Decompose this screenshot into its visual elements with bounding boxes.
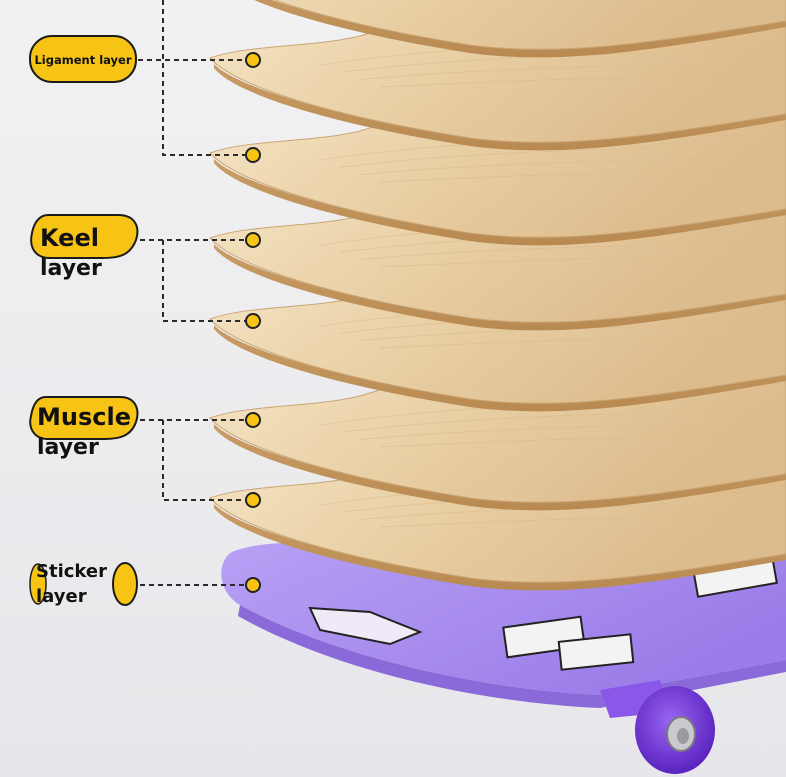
wheel: [600, 680, 715, 774]
label-muscle-line2: layer: [37, 435, 99, 460]
label-pill-sticker-left: [29, 563, 47, 605]
label-pill-muscle: [29, 396, 139, 440]
wood-layer: [254, 0, 786, 58]
connector-muscle-branch: [162, 420, 247, 501]
dot-sticker: [245, 577, 261, 593]
wood-veneer-stack: [209, 0, 786, 591]
label-sticker-line1: Sticker: [36, 561, 107, 582]
label-ligament: Ligament layer: [34, 53, 131, 67]
label-pill-keel: [30, 214, 139, 259]
connector-ligament-top: [162, 0, 247, 156]
connector-lines: [138, 0, 247, 586]
label-pill-ligament: [29, 35, 137, 83]
dot-ligament-2: [245, 147, 261, 163]
connector-dots: [245, 52, 261, 593]
sticker-graphic: [308, 554, 778, 671]
label-keel-line1: Keel: [40, 224, 99, 252]
dot-keel-2: [245, 313, 261, 329]
dot-muscle-1: [245, 412, 261, 428]
connector-keel-branch: [162, 240, 247, 322]
label-muscle-line1: Muscle: [37, 403, 131, 431]
dot-muscle-2: [245, 492, 261, 508]
dot-keel-1: [245, 232, 261, 248]
dot-ligament-1: [245, 52, 261, 68]
label-pill-sticker-right: [112, 562, 138, 606]
label-keel-line2: layer: [40, 256, 102, 281]
label-sticker-line2: layer: [36, 586, 87, 607]
